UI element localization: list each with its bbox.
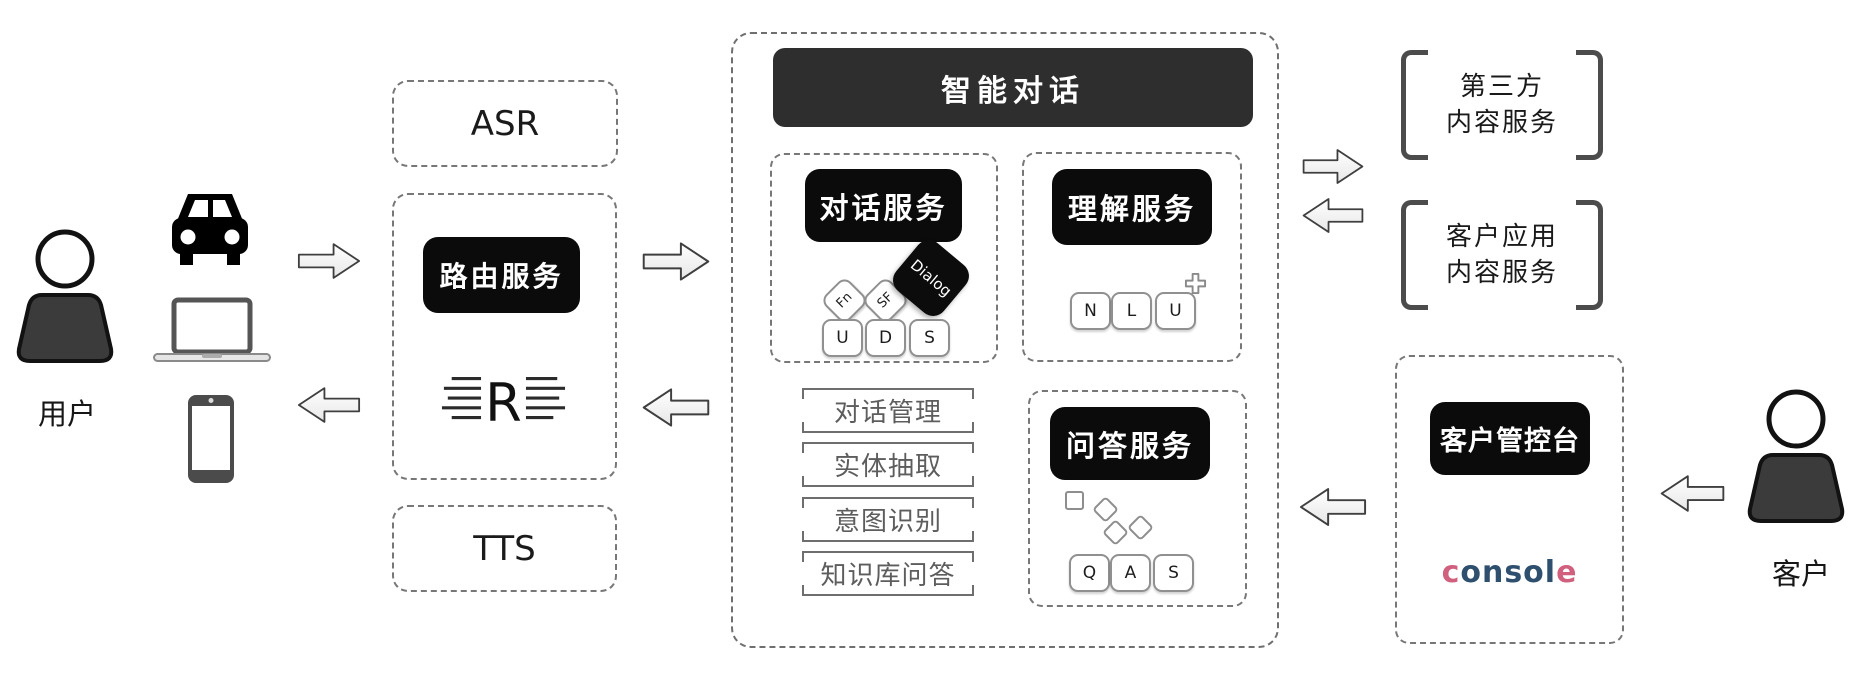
key-d: D (865, 319, 906, 357)
car-icon (172, 194, 248, 265)
key-a: A (1110, 554, 1151, 592)
capability-item: 实体抽取 (802, 442, 974, 487)
routing-logo-letter: R (485, 373, 522, 430)
capability-item: 知识库问答 (802, 551, 974, 596)
arrow-left-icon (1299, 195, 1367, 236)
customer-app-line1: 客户应用 (1445, 221, 1558, 252)
laptop-icon (153, 297, 271, 362)
key-s2: S (1153, 554, 1194, 592)
dialog-service-box: 对话服务 Fn SF Dialog U D S (770, 153, 998, 363)
key-s: S (909, 319, 950, 357)
tts-label: TTS (473, 528, 536, 569)
nlu-service-label: 理解服务 (1067, 192, 1196, 226)
asr-box: ASR (392, 80, 618, 167)
key-fn: Fn (819, 275, 870, 326)
third-party-line2: 内容服务 (1445, 108, 1558, 138)
console-pill: 客户管控台 (1430, 402, 1590, 475)
dialog-service-label: 对话服务 (819, 190, 948, 225)
nlu-service-pill: 理解服务 (1052, 169, 1212, 245)
third-party-line1: 第三方 (1459, 71, 1544, 102)
arrow-left-icon (1298, 484, 1368, 530)
nlu-service-box: 理解服务 N L U (1022, 152, 1242, 362)
arrow-left-icon (640, 385, 712, 430)
customer-icon (1747, 389, 1845, 523)
qa-service-box: 问答服务 Q A S (1028, 390, 1247, 607)
key-q: Q (1069, 554, 1110, 592)
arrow-right-icon (294, 240, 364, 282)
platform-header: 智能对话 (773, 48, 1253, 127)
dialog-service-pill: 对话服务 (805, 169, 962, 242)
square-icon (1065, 491, 1084, 510)
user-icon (16, 229, 114, 363)
qa-service-label: 问答服务 (1065, 428, 1194, 463)
platform-title: 智能对话 (941, 73, 1085, 109)
key-u: U (822, 319, 863, 357)
console-box: 客户管控台 console (1395, 355, 1624, 644)
routing-service-label: 路由服务 (439, 260, 564, 293)
customer-app-service-box: 客户应用 内容服务 (1401, 200, 1603, 310)
customer-label: 客户 (1771, 557, 1830, 591)
customer-app-line2: 内容服务 (1445, 258, 1558, 288)
capability-item: 对话管理 (802, 388, 974, 433)
diamond-icon (1102, 519, 1129, 546)
qa-service-pill: 问答服务 (1050, 407, 1210, 480)
routing-logo-icon: R (441, 373, 566, 430)
phone-icon (188, 395, 234, 483)
arrow-left-icon (1655, 472, 1730, 515)
console-pill-label: 客户管控台 (1440, 426, 1580, 457)
tts-box: TTS (392, 505, 617, 592)
console-brand: console (1441, 555, 1578, 590)
diamond-icon (1092, 496, 1119, 523)
key-u2: U (1155, 292, 1196, 330)
arrow-left-icon (294, 384, 364, 426)
diamond-icon (1127, 514, 1154, 541)
routing-service-pill: 路由服务 (423, 237, 580, 313)
asr-label: ASR (470, 103, 540, 144)
arrow-right-icon (1299, 146, 1367, 187)
key-l: L (1111, 292, 1152, 330)
arrow-right-icon (640, 239, 712, 284)
key-n: N (1070, 292, 1111, 330)
third-party-service-box: 第三方 内容服务 (1401, 50, 1603, 160)
plus-icon (1184, 272, 1207, 295)
user-label: 用户 (37, 397, 96, 431)
capability-item: 意图识别 (802, 497, 974, 542)
